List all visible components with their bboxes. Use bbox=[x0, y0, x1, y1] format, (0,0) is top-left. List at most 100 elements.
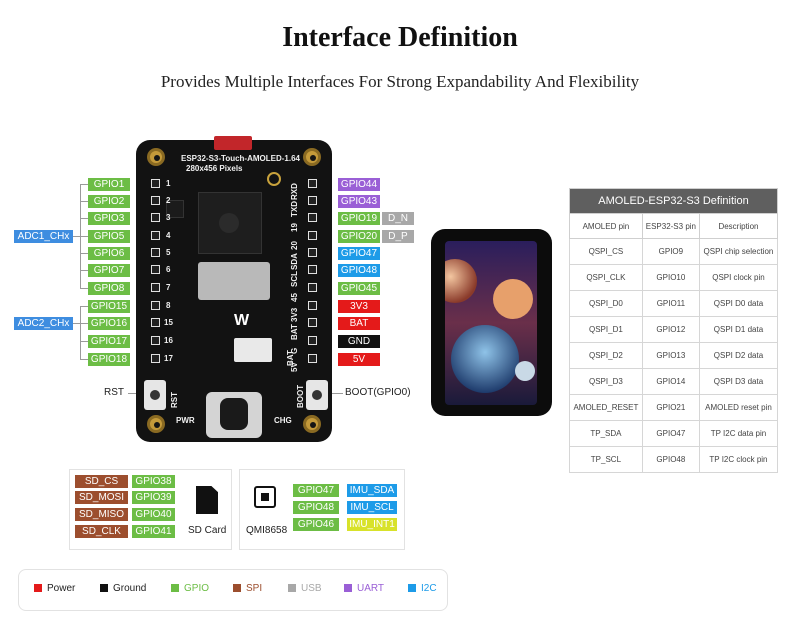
legend-swatch bbox=[100, 584, 108, 593]
imu-signal: IMU_INT1 bbox=[347, 518, 397, 531]
adc2-label: ADC2_CHx bbox=[14, 317, 73, 330]
table-cell: GPIO11 bbox=[641, 290, 700, 317]
header-pin bbox=[308, 283, 317, 292]
header-pin bbox=[151, 318, 160, 327]
legend-label: SPI bbox=[246, 583, 263, 594]
pin-number: 16 bbox=[164, 336, 173, 345]
usb-c-opening bbox=[220, 398, 248, 430]
header-pin bbox=[151, 179, 160, 188]
legend-label: Power bbox=[47, 583, 76, 594]
pin-number: 4 bbox=[166, 231, 171, 240]
legend-label: UART bbox=[357, 583, 385, 594]
mount-hole bbox=[147, 415, 165, 433]
table-cell: GPIO14 bbox=[641, 368, 700, 395]
header-pin bbox=[151, 336, 160, 345]
brand-logo-icon: W bbox=[234, 312, 250, 329]
rst-label: RST bbox=[104, 387, 124, 398]
boot-button[interactable] bbox=[306, 380, 328, 410]
sd-signal: SD_CS bbox=[75, 475, 128, 488]
table-cell: GPIO21 bbox=[641, 394, 700, 421]
small-chip bbox=[166, 200, 184, 218]
table-cell: AMOLED_RESET bbox=[569, 394, 643, 421]
header-pin bbox=[308, 248, 317, 257]
button-cap bbox=[150, 390, 160, 400]
connector-line bbox=[80, 306, 88, 307]
header-pin bbox=[151, 213, 160, 222]
table-cell: TP I2C clock pin bbox=[698, 446, 779, 473]
right-silk: BAT bbox=[290, 324, 299, 340]
legend-item: I2C bbox=[408, 583, 437, 595]
definition-table: AMOLED-ESP32-S3 Definition AMOLED pin ES… bbox=[569, 188, 779, 473]
board-resolution: 280x456 Pixels bbox=[186, 164, 243, 173]
chip-core bbox=[261, 493, 269, 501]
table-cell: GPIO12 bbox=[641, 316, 700, 343]
pin-number: 3 bbox=[166, 213, 171, 222]
pin-number: 1 bbox=[166, 179, 171, 188]
legend-swatch bbox=[408, 584, 416, 593]
header-pin bbox=[151, 301, 160, 310]
pin-label: GPIO43 bbox=[338, 195, 380, 208]
usb-c-port bbox=[206, 392, 262, 438]
connector-line bbox=[80, 270, 88, 271]
sd-card-label: SD Card bbox=[188, 525, 227, 536]
pin-label: GPIO3 bbox=[88, 212, 130, 225]
imu-gpio: GPIO48 bbox=[293, 501, 339, 514]
pin-label: 5V bbox=[338, 353, 380, 366]
table-header: AMOLED pin bbox=[569, 213, 643, 239]
legend-swatch bbox=[288, 584, 296, 593]
pin-label: GPIO8 bbox=[88, 282, 130, 295]
sd-card-slot bbox=[198, 262, 270, 300]
mount-hole bbox=[303, 148, 321, 166]
pin-number: 8 bbox=[166, 301, 171, 310]
sd-signal: SD_MISO bbox=[75, 508, 128, 521]
sd-gpio: GPIO40 bbox=[132, 508, 175, 521]
pin-label: 3V3 bbox=[338, 300, 380, 313]
legend-label: GPIO bbox=[184, 583, 210, 594]
pin-label: GPIO7 bbox=[88, 264, 130, 277]
right-silk: 19 bbox=[290, 223, 299, 232]
connector-line bbox=[80, 201, 88, 202]
connector-line bbox=[80, 218, 88, 219]
header-pin bbox=[308, 336, 317, 345]
adc1-label: ADC1_CHx bbox=[14, 230, 73, 243]
mount-hole bbox=[147, 148, 165, 166]
legend-item: USB bbox=[288, 583, 322, 595]
table-header: ESP32-S3 pin bbox=[641, 213, 700, 239]
header-pin bbox=[308, 265, 317, 274]
header-pin bbox=[308, 179, 317, 188]
ufl-antenna-icon bbox=[267, 172, 281, 186]
rst-button[interactable] bbox=[144, 380, 166, 410]
connector-line bbox=[80, 341, 88, 342]
table-cell: QSPI_D1 bbox=[569, 316, 643, 343]
pin-label: GPIO44 bbox=[338, 178, 380, 191]
sd-signal: SD_MOSI bbox=[75, 491, 128, 504]
right-silk: SCL bbox=[290, 271, 299, 287]
pwr-silk: PWR bbox=[176, 416, 195, 425]
pin-label: GPIO15 bbox=[88, 300, 130, 313]
pin-label: GPIO18 bbox=[88, 353, 130, 366]
page-title: Interface Definition bbox=[282, 22, 518, 53]
header-pin bbox=[151, 248, 160, 257]
bat-connector bbox=[234, 338, 272, 362]
pin-label: GPIO48 bbox=[338, 264, 380, 277]
legend-item: UART bbox=[344, 583, 384, 595]
table-cell: GPIO47 bbox=[641, 420, 700, 447]
pin-number: 6 bbox=[166, 265, 171, 274]
header-pin bbox=[308, 196, 317, 205]
adc2-bracket bbox=[80, 306, 81, 359]
table-cell: QSPI D2 data bbox=[698, 342, 779, 369]
imu-box: QMI8658 GPIO47 IMU_SDA GPIO48 IMU_SCL GP… bbox=[239, 469, 405, 550]
header-pin bbox=[308, 213, 317, 222]
header-pin bbox=[308, 318, 317, 327]
pin-label: GPIO19 bbox=[338, 212, 380, 225]
pin-label: GPIO20 bbox=[338, 230, 380, 243]
pin-label: GPIO6 bbox=[88, 247, 130, 260]
header-pin bbox=[308, 301, 317, 310]
pin-label: GPIO47 bbox=[338, 247, 380, 260]
table-cell: TP I2C data pin bbox=[698, 420, 779, 447]
esp32-chip bbox=[198, 192, 262, 254]
pin-label: GPIO5 bbox=[88, 230, 130, 243]
pin-label: GPIO45 bbox=[338, 282, 380, 295]
